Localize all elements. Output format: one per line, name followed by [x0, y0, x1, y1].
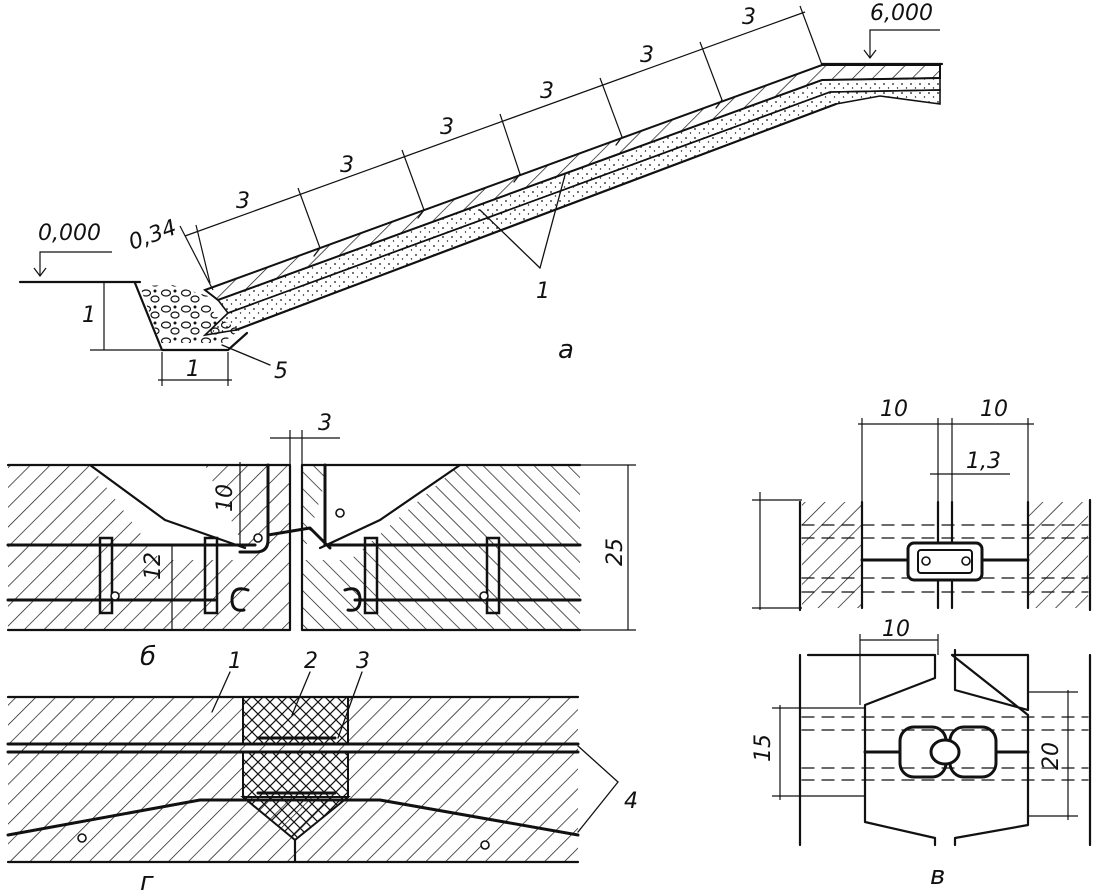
callout-2: 2: [304, 649, 318, 674]
thickness-label: 25: [603, 538, 628, 566]
gap-width-label: 1,3: [966, 449, 1001, 474]
drain-ditch-outline: [133, 281, 249, 352]
view-b-joint-section: 3 10 12 25 б: [6, 411, 636, 672]
gap-label: 3: [318, 411, 332, 436]
view-a-caption: а: [558, 335, 574, 365]
view-v-plan-connection: 10 10 1,3 10 15 20 в: [751, 397, 1092, 891]
layer-label: 1: [536, 279, 550, 304]
segment-label: 3: [440, 115, 454, 140]
segment-label: 3: [340, 153, 354, 178]
view-a-slope-section: 0,000 6,000 0,34 3 3 3 3 3 3 1 1 1 5 а: [18, 1, 944, 386]
depth-label: 1: [82, 303, 96, 328]
level-top-label: 6,000: [870, 1, 933, 26]
view-b-caption: б: [140, 642, 156, 672]
callout-1: 1: [228, 649, 242, 674]
view-g-caption: г: [140, 867, 154, 894]
base-width-label: 1: [186, 357, 200, 382]
plan-width-label: 10: [882, 617, 910, 642]
segment-label: 3: [742, 5, 756, 30]
offset-label: 0,34: [126, 215, 181, 255]
lower-depth-label: 12: [141, 552, 166, 580]
plan-height-left-label: 15: [751, 734, 776, 762]
drain-label: 5: [274, 359, 288, 384]
segment-label: 3: [540, 79, 554, 104]
level-bottom-label: 0,000: [38, 221, 101, 246]
callout-3: 3: [356, 649, 370, 674]
upper-depth-label: 10: [213, 484, 238, 512]
callout-4: 4: [624, 789, 638, 814]
segment-label: 3: [236, 189, 250, 214]
segment-label: 3: [640, 43, 654, 68]
right-width-label: 10: [980, 397, 1008, 422]
left-width-label: 10: [880, 397, 908, 422]
plan-height-right-label: 20: [1039, 742, 1064, 770]
view-g-sealed-joint: 1 2 3 4 г: [6, 649, 638, 894]
view-v-caption: в: [930, 861, 945, 891]
base-layer: [202, 89, 941, 337]
slope-bottom-line: [234, 102, 838, 332]
